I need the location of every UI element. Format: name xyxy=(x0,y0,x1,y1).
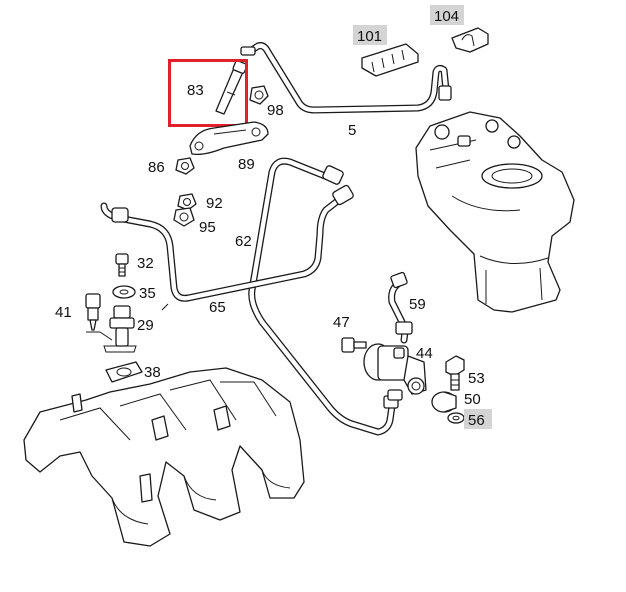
label-35: 35 xyxy=(139,285,156,302)
part-41-valve[interactable] xyxy=(85,293,101,331)
label-44: 44 xyxy=(416,345,433,362)
leader-lines xyxy=(86,303,169,333)
label-29: 29 xyxy=(137,317,154,334)
label-89: 89 xyxy=(238,156,255,173)
label-59: 59 xyxy=(409,296,426,313)
highlight-box-83 xyxy=(168,59,248,127)
label-62: 62 xyxy=(235,233,252,250)
label-98: 98 xyxy=(267,102,284,119)
label-101: 101 xyxy=(357,28,382,45)
fuel-line-65[interactable] xyxy=(100,184,354,302)
label-bg-56 xyxy=(464,409,492,429)
part-47-bolt[interactable] xyxy=(341,337,367,353)
fuel-line-62[interactable] xyxy=(248,157,399,436)
label-38: 38 xyxy=(144,364,161,381)
label-95: 95 xyxy=(199,219,216,236)
part-50-valve[interactable] xyxy=(431,391,457,413)
part-101-clip[interactable] xyxy=(361,43,419,77)
label-56: 56 xyxy=(468,412,485,429)
label-65: 65 xyxy=(209,299,226,316)
part-38-gasket[interactable] xyxy=(105,361,143,383)
part-53-bolt[interactable] xyxy=(445,355,465,391)
label-bg-101 xyxy=(353,25,387,45)
part-35-washer[interactable] xyxy=(112,285,136,299)
part-95-nut[interactable] xyxy=(173,207,195,227)
intake-manifold[interactable] xyxy=(23,367,305,547)
label-83: 83 xyxy=(187,82,204,99)
label-5: 5 xyxy=(348,122,356,139)
label-32: 32 xyxy=(137,255,154,272)
part-32-bolt[interactable] xyxy=(115,253,129,277)
part-44-fuel-distributor[interactable] xyxy=(363,343,427,401)
label-53: 53 xyxy=(468,370,485,387)
label-104: 104 xyxy=(434,8,459,25)
label-92: 92 xyxy=(206,195,223,212)
part-104-clip[interactable] xyxy=(451,27,489,53)
label-bg-104 xyxy=(430,5,464,25)
throttle-housing[interactable] xyxy=(415,111,575,313)
part-83-injector[interactable] xyxy=(215,60,248,115)
part-56-washer[interactable] xyxy=(447,412,465,424)
part-59-pipe[interactable] xyxy=(388,271,413,344)
label-41: 41 xyxy=(55,304,72,321)
part-89-bracket[interactable] xyxy=(189,121,269,156)
part-29-injector[interactable] xyxy=(99,305,137,353)
fuel-line-5[interactable] xyxy=(240,42,452,114)
part-86-nut[interactable] xyxy=(175,157,195,175)
label-47: 47 xyxy=(333,314,350,331)
part-92-nut[interactable] xyxy=(177,193,197,211)
label-50: 50 xyxy=(464,391,481,408)
part-98-nut[interactable] xyxy=(249,85,269,105)
label-86: 86 xyxy=(148,159,165,176)
